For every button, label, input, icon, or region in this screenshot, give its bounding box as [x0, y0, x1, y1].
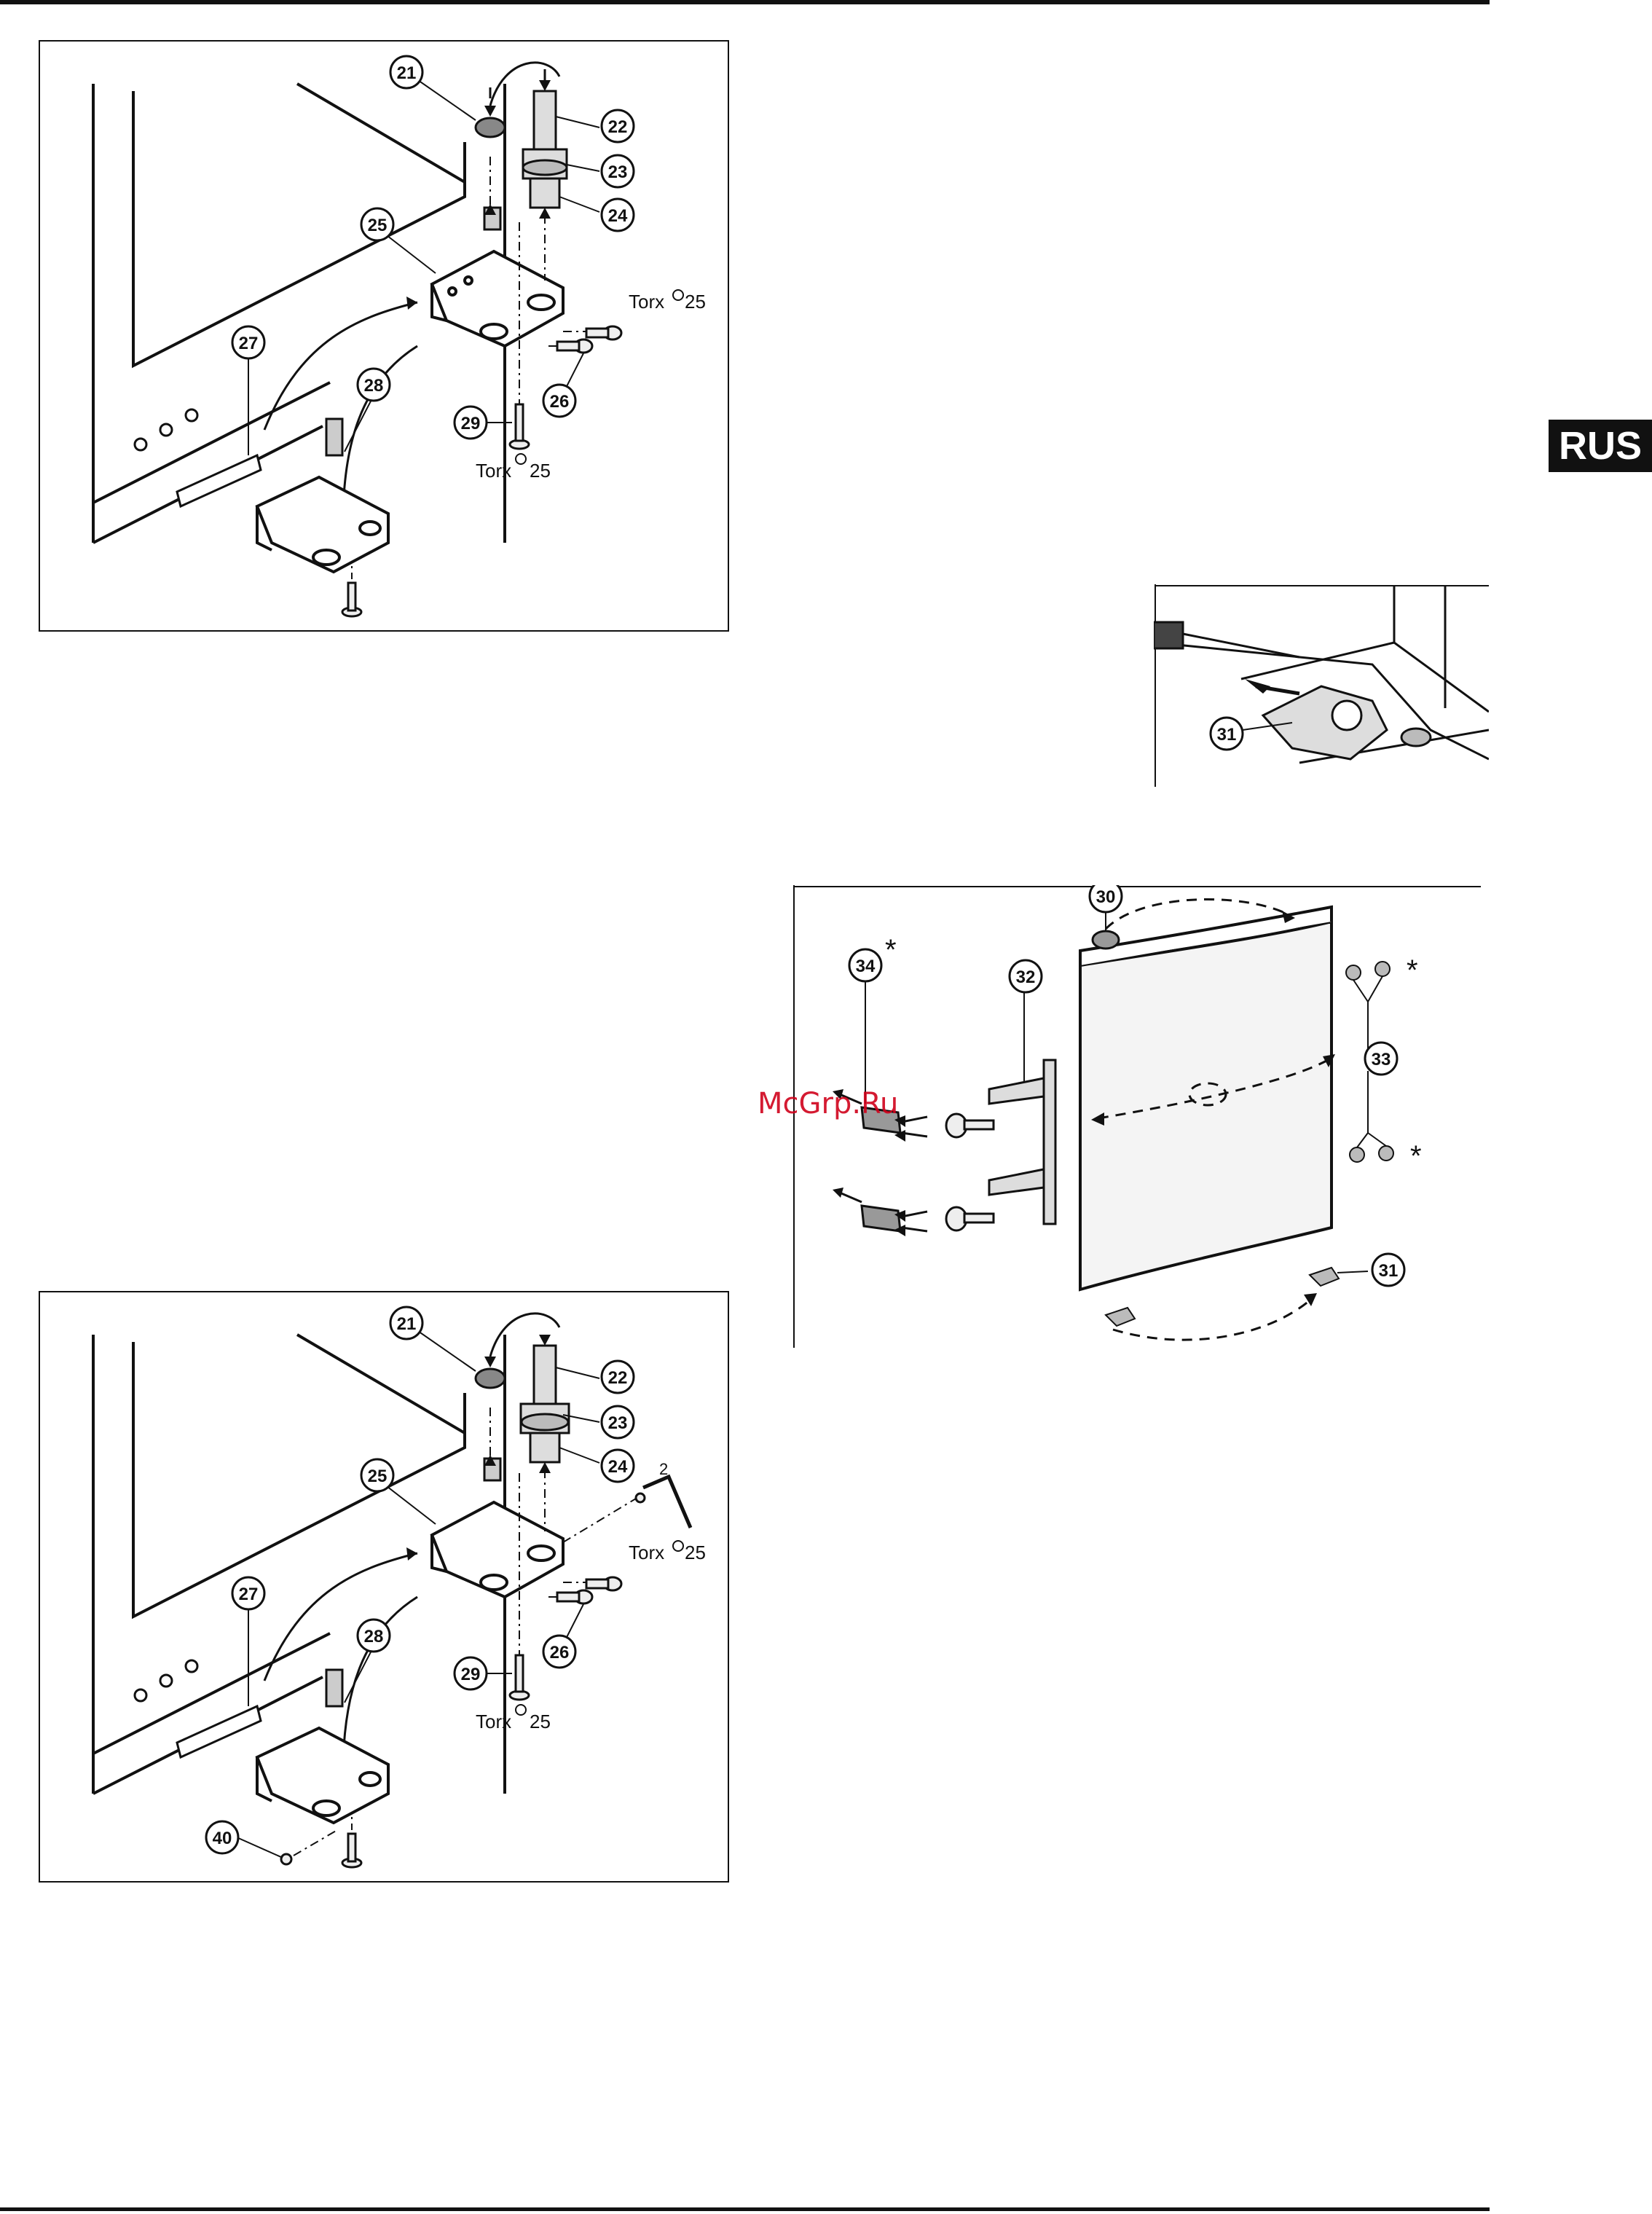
callout-29: 29 [461, 1665, 481, 1684]
figure-hinge-assembly-1: 21 22 23 24 25 26 27 28 29 Torx 25 Torx … [39, 40, 729, 632]
torx-size-a: 25 [685, 1542, 706, 1563]
callout-26: 26 [550, 392, 570, 412]
figure-clip-release: 31 [1154, 584, 1489, 787]
callout-40: 40 [213, 1829, 232, 1848]
callout-25: 25 [368, 1467, 388, 1486]
callout-32: 32 [1016, 967, 1036, 987]
torx-label-a: Torx [629, 1542, 664, 1563]
callout-21: 21 [397, 1314, 417, 1334]
callout-23: 23 [608, 1413, 628, 1433]
asterisk-note: * [885, 934, 897, 966]
callout-31: 31 [1379, 1261, 1399, 1281]
callout-24: 24 [608, 1457, 628, 1477]
callout-26: 26 [550, 1643, 570, 1663]
torx-size-b: 25 [530, 460, 551, 482]
hinge-diagram-1: 21 22 23 24 25 26 27 28 29 Torx 25 Torx … [39, 40, 729, 632]
callout-29: 29 [461, 414, 481, 433]
torx-label-a: Torx [629, 291, 664, 313]
watermark: McGrp.Ru [758, 1087, 898, 1120]
callout-34: 34 [856, 957, 876, 976]
callout-23: 23 [608, 162, 628, 182]
bottom-rule [0, 2207, 1490, 2211]
callout-28: 28 [364, 376, 384, 396]
clip-diagram: 31 [1154, 584, 1489, 787]
hex-key-size: 2 [659, 1460, 668, 1478]
top-rule [0, 0, 1490, 4]
callout-27: 27 [239, 1585, 259, 1604]
hinge-diagram-2: 21 22 23 24 25 26 27 28 29 40 2 Torx 25 … [39, 1291, 729, 1883]
callout-31: 31 [1217, 725, 1237, 745]
callout-27: 27 [239, 334, 259, 353]
language-tab: RUS [1549, 420, 1652, 472]
torx-size-a: 25 [685, 291, 706, 313]
callout-28: 28 [364, 1627, 384, 1646]
callout-30: 30 [1096, 887, 1116, 907]
torx-label-b: Torx [476, 460, 511, 482]
callout-24: 24 [608, 206, 628, 226]
callout-21: 21 [397, 63, 417, 83]
callout-25: 25 [368, 216, 388, 235]
figure-hinge-assembly-2: 21 22 23 24 25 26 27 28 29 40 2 Torx 25 … [39, 1291, 729, 1883]
torx-label-b: Torx [476, 1711, 511, 1732]
callout-33: 33 [1372, 1050, 1391, 1069]
callout-22: 22 [608, 117, 628, 137]
asterisk-note: * [1410, 1140, 1422, 1172]
asterisk-note: * [1407, 954, 1418, 986]
callout-22: 22 [608, 1368, 628, 1388]
torx-size-b: 25 [530, 1711, 551, 1732]
